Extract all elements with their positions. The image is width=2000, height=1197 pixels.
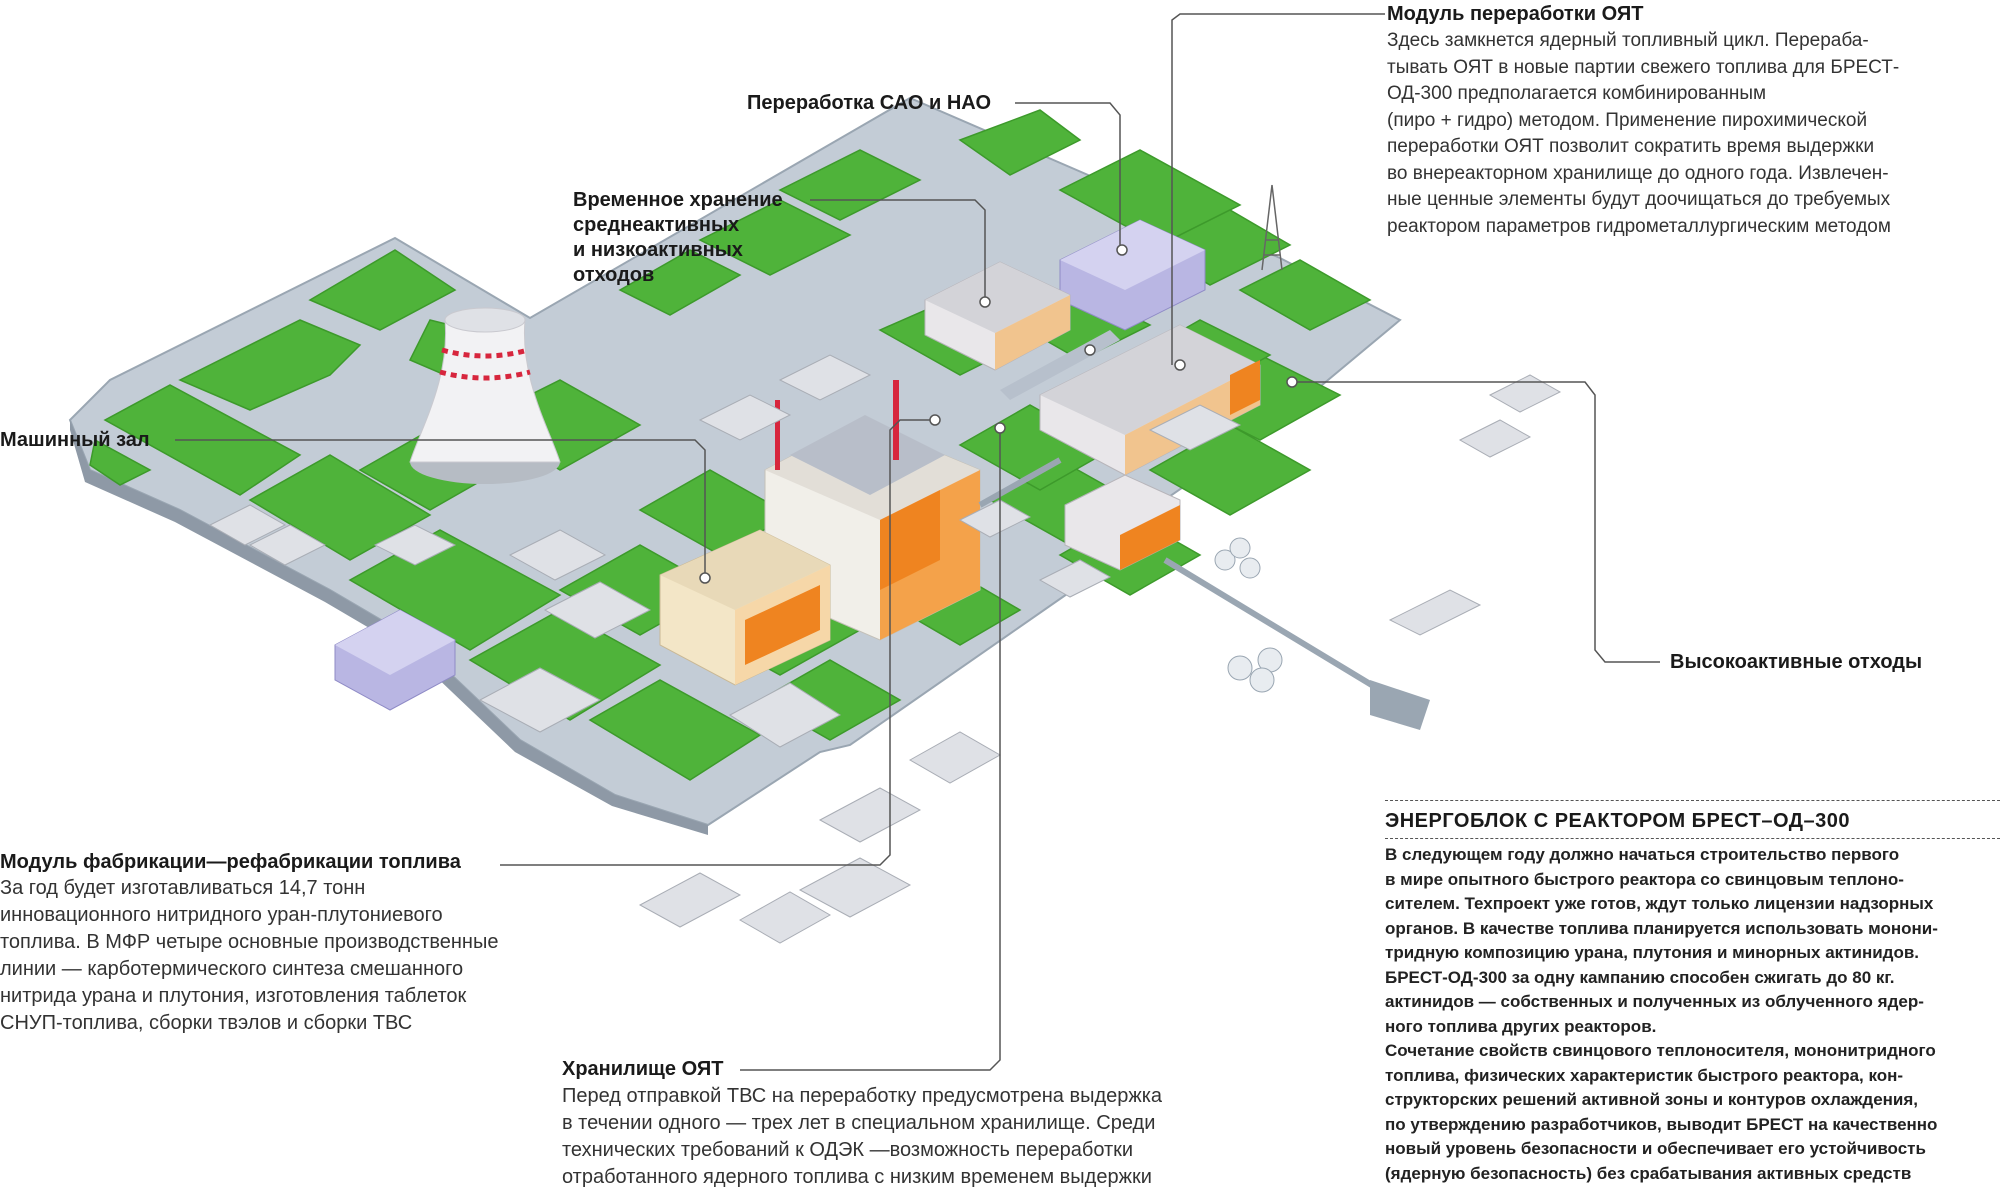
power-unit-body: В следующем году должно начаться строите…	[1385, 845, 1938, 1183]
turbine-hall-title: Машинный зал	[0, 429, 150, 451]
hlw-title: Высокоактивные отходы	[1670, 651, 1923, 673]
fabrication-text: За год будет изготавливаться 14,7 тонн и…	[0, 877, 499, 1034]
gate-structure	[1370, 680, 1430, 730]
reprocessing-module-text: Здесь замкнется ядерный топливный цикл. …	[1387, 30, 1900, 237]
turbine-hall-building	[659, 529, 831, 686]
temp-waste-storage-building	[924, 261, 1071, 371]
power-unit-top-rule	[1385, 800, 2000, 801]
auxiliary-buildings	[208, 354, 1562, 944]
hlw-building	[1064, 474, 1181, 571]
galleries	[978, 457, 1382, 693]
sao-nao-title: Переработка САО и НАО	[747, 92, 992, 114]
fabrication-building	[334, 609, 456, 711]
tanks	[1214, 537, 1283, 693]
power-unit-title-rule	[1385, 838, 2000, 839]
power-unit-title: ЭНЕРГОБЛОК С РЕАКТОРОМ БРЕСТ–ОД–300	[1385, 810, 1851, 832]
leader-lines	[175, 13, 1660, 1071]
cooling-tower	[409, 307, 561, 484]
lattice-tower	[1261, 184, 1283, 271]
fabrication-title: Модуль фабрикации—рефабрикации топлива	[0, 851, 461, 873]
snf-storage-title: Хранилище ОЯТ	[562, 1058, 724, 1080]
reprocessing-module-title: Модуль переработки ОЯТ	[1387, 3, 1644, 25]
snf-storage-text: Перед отправкой ТВС на переработку преду…	[562, 1085, 1163, 1188]
temp-storage-title: Временное хранение среднеактивных и низк…	[573, 189, 783, 286]
